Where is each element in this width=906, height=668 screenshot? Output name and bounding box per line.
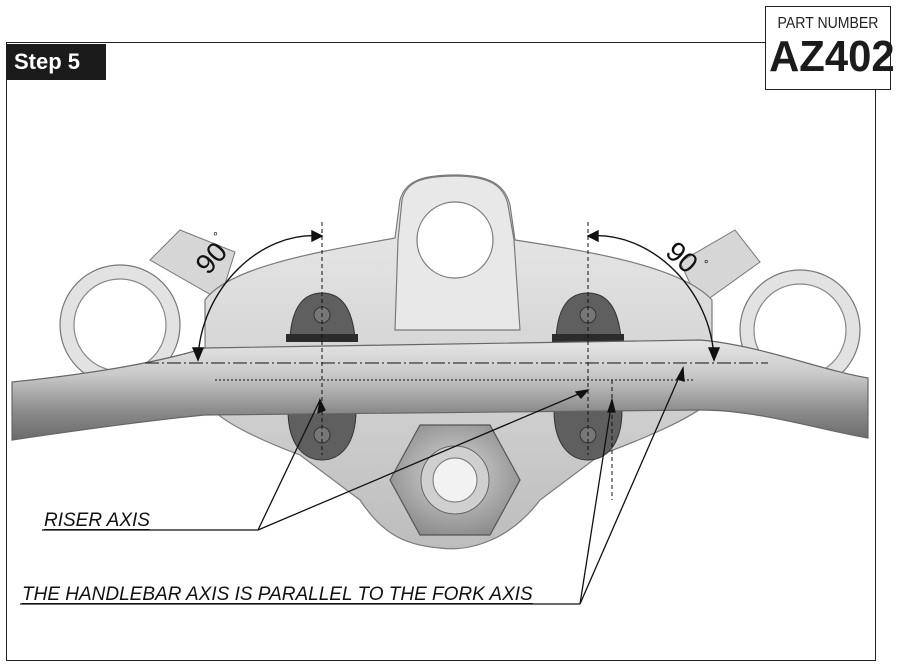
leader-lines <box>20 365 685 605</box>
angle-arcs <box>191 229 721 362</box>
part-number-value: AZ402 <box>769 32 895 81</box>
stem-lug <box>394 175 521 331</box>
axis-lines <box>145 222 768 500</box>
handlebar <box>11 339 869 441</box>
part-number-title: PART NUMBER <box>777 15 879 32</box>
stem-nut <box>389 424 521 536</box>
left-fork-clamp <box>59 229 236 386</box>
diagram-frame <box>6 42 876 661</box>
handlebar-axis-label: THE HANDLEBAR AXIS IS PARALLEL TO THE FO… <box>22 584 533 605</box>
step-label: Step 5 <box>6 44 106 80</box>
riser-axis-label: RISER AXIS <box>44 510 150 531</box>
part-number-box: PART NUMBER AZ402 <box>765 6 895 90</box>
